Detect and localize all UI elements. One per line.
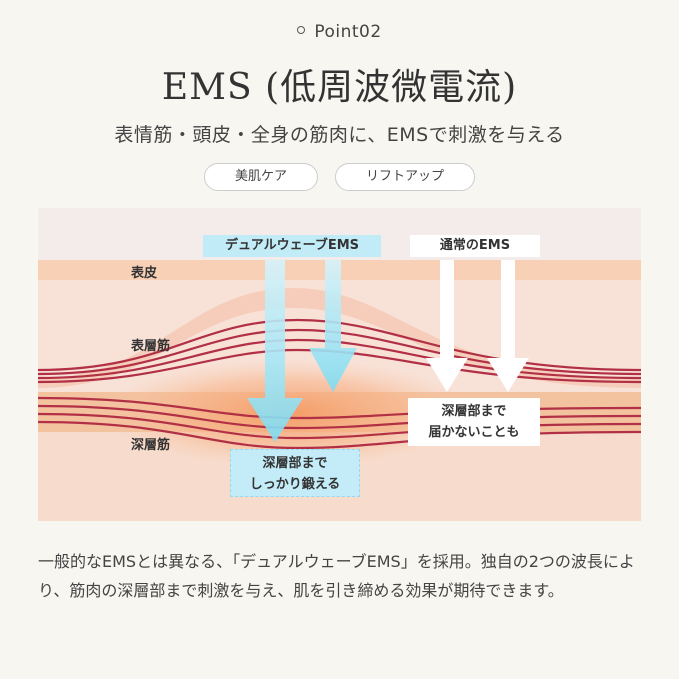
point-label: Point02 bbox=[0, 22, 679, 42]
description-text: 一般的なEMSとは異なる、「デュアルウェーブEMS」を採用。独自の2つの波長によ… bbox=[38, 552, 635, 600]
dual-wave-arrow-long bbox=[247, 260, 303, 442]
circle-icon bbox=[297, 26, 306, 34]
normal-result-line-1: 深層部まで bbox=[441, 404, 507, 419]
dual-wave-arrow-short bbox=[309, 260, 357, 392]
label-surface-muscle: 表層筋 bbox=[131, 339, 171, 354]
ems-diagram: 表皮 表層筋 深層筋 デュアルウェーブEMS 通常のEMS 深層部まで しっかり… bbox=[38, 208, 641, 521]
tag-list: 美肌ケア リフトアップ bbox=[0, 163, 679, 191]
dual-result-box: 深層部まで しっかり鍛える bbox=[230, 449, 360, 497]
normal-result-line-2: 届かないことも bbox=[428, 425, 520, 440]
normal-result-box: 深層部まで 届かないことも bbox=[408, 398, 540, 446]
normal-ems-arrow-right bbox=[487, 260, 529, 392]
page-title: EMS (低周波微電流) bbox=[161, 67, 518, 108]
label-deep-muscle: 深層筋 bbox=[131, 438, 171, 453]
normal-ems-label: 通常のEMS bbox=[410, 235, 540, 257]
dual-wave-ems-label: デュアルウェーブEMS bbox=[203, 235, 381, 257]
dual-result-line-2: しっかり鍛える bbox=[249, 477, 341, 492]
page-subtitle: 表情筋・頭皮・全身の筋肉に、EMSで刺激を与える bbox=[114, 124, 565, 146]
skin-layer-illustration bbox=[38, 208, 641, 521]
dual-result-line-1: 深層部まで bbox=[262, 456, 328, 471]
normal-ems-arrow-left bbox=[426, 260, 468, 392]
tag-liftup: リフトアップ bbox=[335, 163, 476, 191]
tag-skincare: 美肌ケア bbox=[203, 163, 318, 191]
label-epidermis: 表皮 bbox=[131, 266, 158, 281]
point-text: Point02 bbox=[314, 22, 382, 42]
